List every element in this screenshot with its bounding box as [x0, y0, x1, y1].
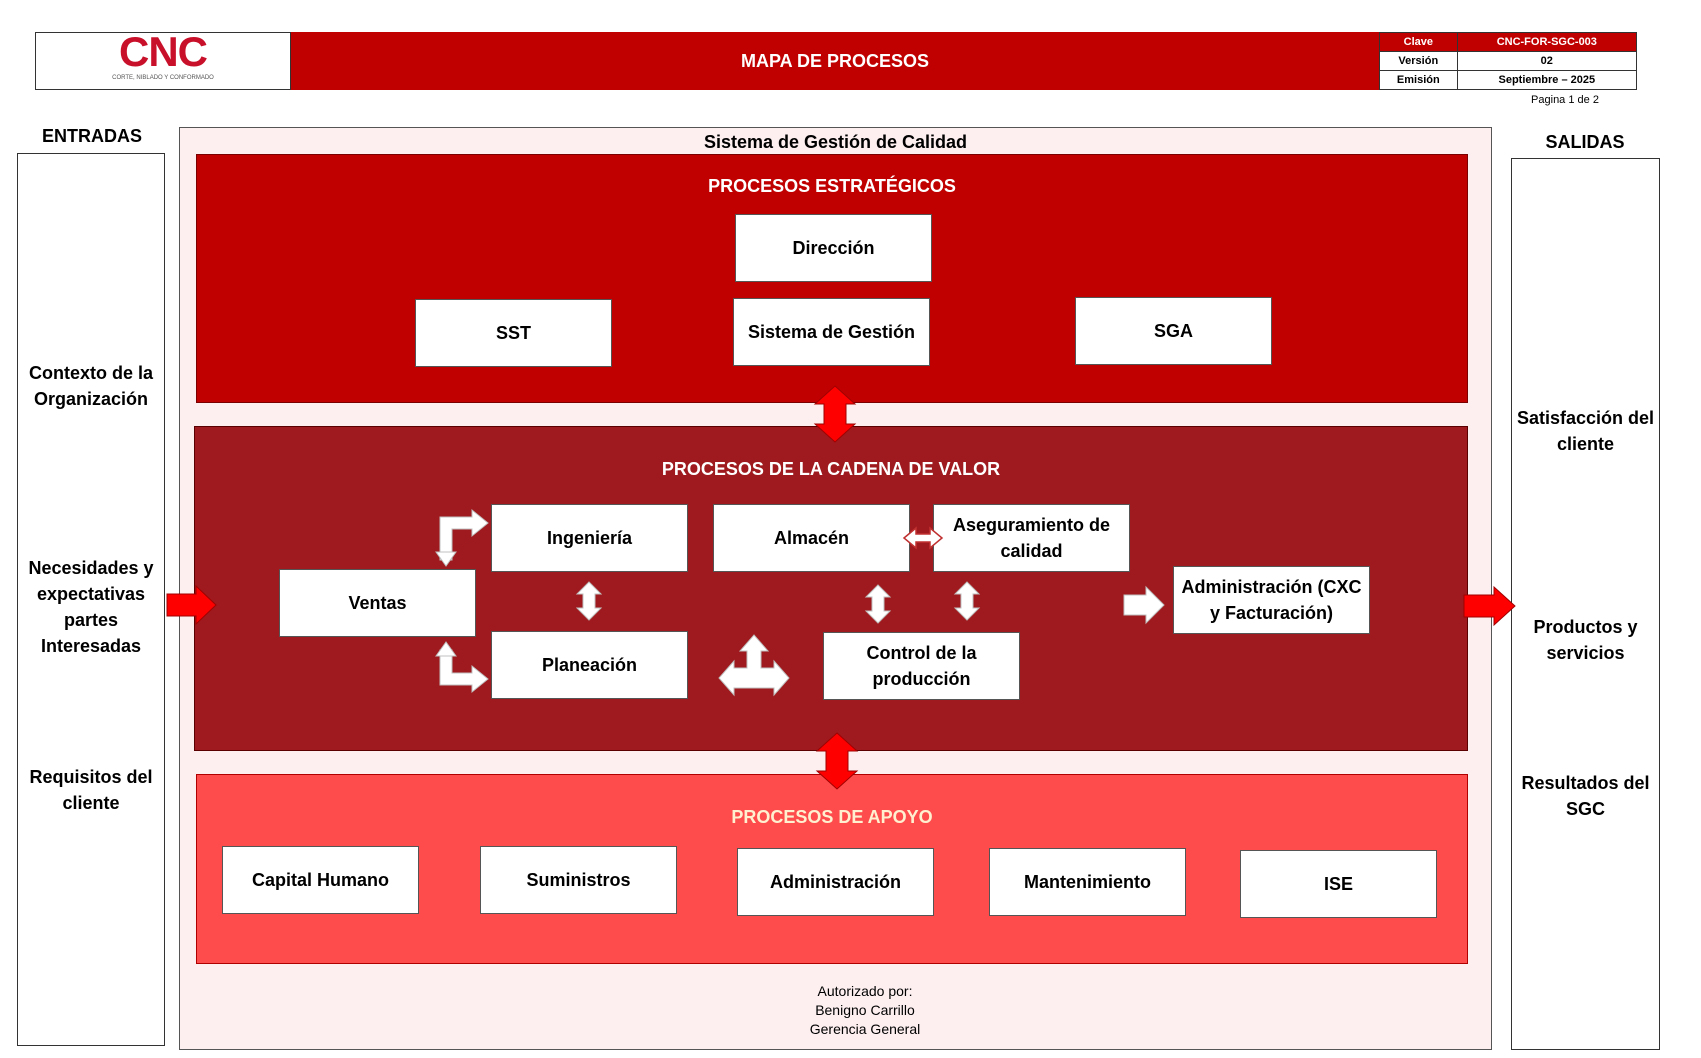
process-box-suministros: Suministros	[480, 846, 677, 914]
document-meta-table: Clave CNC-FOR-SGC-003 Versión 02 Emisión…	[1379, 32, 1638, 90]
authorization-role: Gerencia General	[809, 1021, 921, 1037]
arrow-right-icon	[1463, 585, 1516, 627]
strategic-processes-title: PROCESOS ESTRATÉGICOS	[708, 176, 956, 196]
bent-arrow-icon	[439, 649, 489, 694]
meta-label: Emisión	[1379, 70, 1458, 90]
inputs-panel	[17, 153, 165, 1046]
meta-label: Clave	[1379, 32, 1458, 52]
output-item: Resultados del SGC	[1521, 773, 1650, 819]
process-box-ise: ISE	[1240, 850, 1437, 918]
logo: CNC CORTE, NIBLADO Y CONFORMADO	[35, 28, 291, 90]
process-box-ventas: Ventas	[279, 569, 476, 637]
process-box-ingenieria: Ingeniería	[491, 504, 688, 572]
process-box-mantenimiento: Mantenimiento	[989, 848, 1186, 916]
process-box-administracion-cxc: Administración (CXC y Facturación)	[1173, 566, 1370, 634]
double-arrow-vertical-icon	[575, 581, 603, 621]
meta-value: CNC-FOR-SGC-003	[1456, 32, 1638, 52]
process-box-capital-humano: Capital Humano	[222, 846, 419, 914]
logo-subtitle: CORTE, NIBLADO Y CONFORMADO	[112, 75, 214, 81]
authorization-label: Autorizado por:	[817, 983, 913, 999]
bent-arrow-icon	[435, 641, 457, 657]
input-item: Contexto de la Organización	[28, 363, 153, 409]
bent-arrow-icon	[435, 551, 457, 567]
support-processes-title: PROCESOS DE APOYO	[731, 807, 933, 827]
double-arrow-vertical-icon	[815, 732, 859, 790]
process-box-planeacion: Planeación	[491, 631, 688, 699]
process-box-sga: SGA	[1075, 297, 1272, 365]
tri-arrow-icon	[718, 634, 790, 697]
outputs-label: SALIDAS	[1545, 131, 1625, 152]
double-arrow-vertical-icon	[864, 584, 892, 624]
process-box-administracion: Administración	[737, 848, 934, 916]
logo-text: CNC	[119, 28, 208, 75]
page-number: Pagina 1 de 2	[1531, 94, 1599, 106]
outputs-panel	[1511, 158, 1660, 1050]
meta-row: Clave CNC-FOR-SGC-003	[1379, 32, 1638, 52]
double-arrow-vertical-icon	[813, 385, 857, 443]
process-box-sst: SST	[415, 299, 612, 367]
authorization-name: Benigno Carrillo	[815, 1002, 915, 1018]
double-arrow-vertical-icon	[953, 581, 981, 621]
output-item: Productos y servicios	[1533, 617, 1638, 663]
input-item: Requisitos del cliente	[29, 767, 153, 813]
document-title: MAPA DE PROCESOS	[291, 32, 1379, 90]
process-box-direccion: Dirección	[735, 214, 932, 282]
arrow-right-icon	[1123, 585, 1165, 625]
arrow-right-icon	[166, 584, 217, 626]
quality-system-title: Sistema de Gestión de Calidad	[703, 132, 968, 152]
bent-arrow-icon	[439, 508, 489, 561]
output-item: Satisfacción del cliente	[1516, 408, 1655, 454]
meta-label: Versión	[1379, 51, 1458, 71]
value-chain-title: PROCESOS DE LA CADENA DE VALOR	[661, 459, 1001, 479]
meta-value: Septiembre – 2025	[1456, 70, 1638, 90]
process-box-aseguramiento-calidad: Aseguramiento de calidad	[933, 504, 1130, 572]
double-arrow-horizontal-icon	[902, 526, 944, 550]
inputs-label: ENTRADAS	[41, 125, 142, 146]
process-box-sistema-gestion: Sistema de Gestión	[733, 298, 930, 366]
input-item: Necesidades y expectativas partes Intere…	[28, 558, 154, 656]
process-box-almacen: Almacén	[713, 504, 910, 572]
process-box-control-produccion: Control de la producción	[823, 632, 1020, 700]
meta-row: Emisión Septiembre – 2025	[1379, 70, 1638, 90]
authorization: Autorizado por: Benigno Carrillo Gerenci…	[760, 982, 970, 1039]
